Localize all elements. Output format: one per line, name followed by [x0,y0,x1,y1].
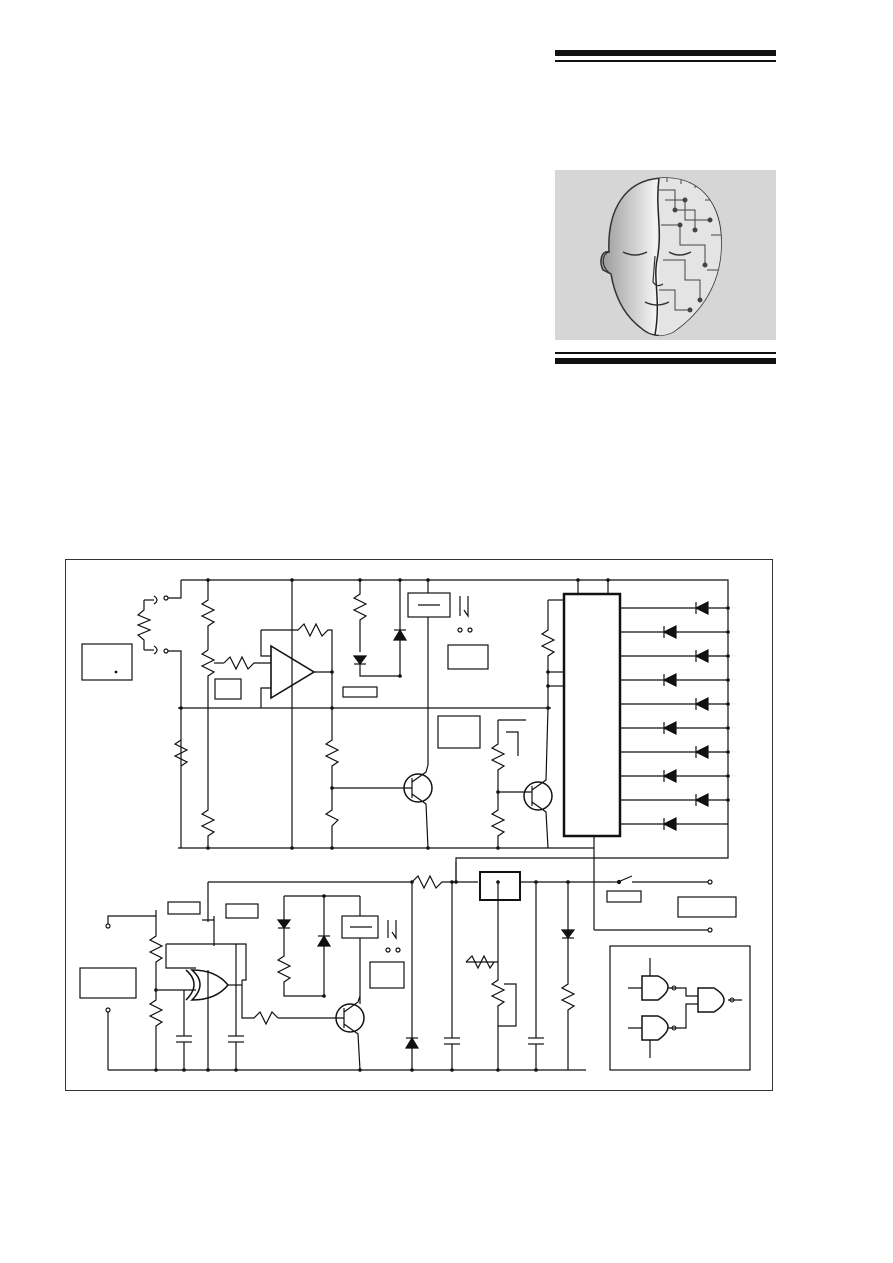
label-box-1 [81,643,133,681]
circuit-half [654,178,722,336]
voltage-regulator [479,871,521,901]
face-circuit-illustration [555,170,776,340]
push-button [202,910,215,946]
schematic-drawing [79,578,751,1072]
relay-contact-bottom [385,920,401,953]
header-rule-thin [555,60,776,62]
label-box-4 [447,644,489,670]
label-box-9 [167,901,201,915]
led-bar [620,601,728,831]
label-box-5 [437,715,481,749]
transistor-q2 [490,707,553,849]
eye-right [668,251,692,256]
op-amp [260,580,340,848]
transistor-q3 [241,980,365,1071]
junction-dots [154,578,730,1072]
nose [652,255,664,287]
power-switch [611,875,713,885]
header-rule-thick-lower [555,358,776,364]
divider-network [173,580,271,848]
logic-gate-inset [609,945,751,1071]
label-box-11 [79,967,137,999]
label-box-8 [369,961,405,989]
indicator-led-top [352,580,408,677]
led-driver-ic [562,592,622,838]
circuit-schematic [65,559,773,1091]
ear [602,251,612,275]
transistor-q1 [332,764,433,849]
relay-top [407,592,451,618]
power-led [560,882,576,1070]
relay-contact-top [457,596,473,633]
header-rules-bottom [555,352,776,366]
top-rail [181,579,729,882]
label-box-6 [606,890,642,903]
eye-left [622,251,648,256]
ic-pullup-resistor [540,600,556,708]
header-rules-top [555,50,776,64]
header-rule-thick [555,50,776,56]
xor-gate [158,943,247,1001]
sensor-terminals [136,580,182,848]
header-rule-thin-lower [555,352,776,354]
label-box-7 [677,896,737,918]
lower-supply-rail [208,874,478,890]
label-box-10 [225,903,259,919]
mouth [644,301,670,306]
label-box-2 [214,678,242,700]
label-box-3 [342,686,378,698]
and-gates [628,958,742,1058]
face-drawing [600,177,722,337]
